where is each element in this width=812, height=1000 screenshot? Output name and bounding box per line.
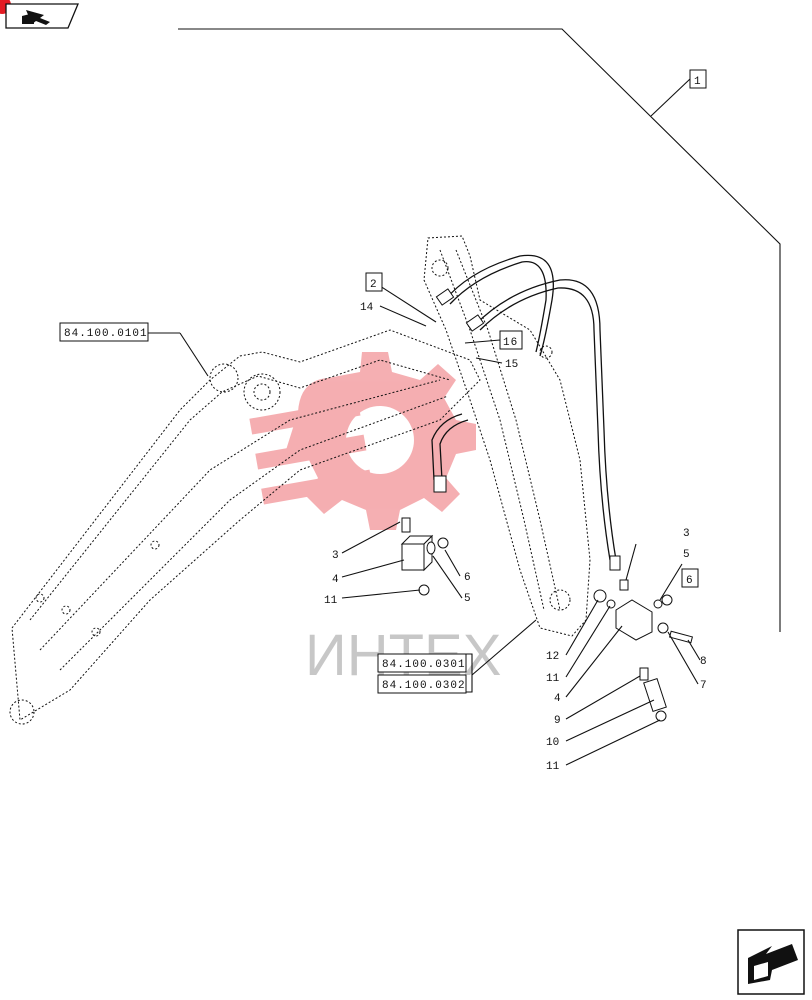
svg-text:1: 1 xyxy=(694,76,702,88)
callout-9: 9 xyxy=(554,715,561,727)
next-page-arrow-icon xyxy=(748,944,798,984)
callout-7: 7 xyxy=(700,680,707,692)
right-valve-assembly xyxy=(593,579,694,722)
callout-4-right: 4 xyxy=(554,693,561,705)
callout-6: 6 xyxy=(464,572,471,584)
callout-leaders xyxy=(148,285,701,766)
left-valve-assembly xyxy=(400,517,449,596)
frame-leader-line xyxy=(178,28,781,632)
watermark-gear-logo xyxy=(249,352,476,530)
hydraulic-hoses xyxy=(431,254,621,571)
callout-11-bottom: 11 xyxy=(546,761,560,773)
svg-text:16: 16 xyxy=(503,337,518,349)
nav-badge[interactable] xyxy=(0,0,79,29)
parts-catalog-arrow-icon xyxy=(22,10,50,25)
next-page-button[interactable] xyxy=(737,929,805,995)
boom-outline xyxy=(9,329,481,725)
svg-text:84.100.0101: 84.100.0101 xyxy=(64,328,148,340)
callout-11: 11 xyxy=(324,595,338,607)
callout-8: 8 xyxy=(700,656,707,668)
ref-box-1[interactable]: 1 xyxy=(689,69,707,89)
hose-fitting xyxy=(433,475,447,493)
svg-text:2: 2 xyxy=(370,279,378,291)
callout-15: 15 xyxy=(505,359,518,371)
callout-4: 4 xyxy=(332,574,339,586)
svg-text:6: 6 xyxy=(686,575,694,587)
svg-text:84.100.0302: 84.100.0302 xyxy=(382,680,466,692)
ref-box-16[interactable]: 16 xyxy=(499,330,523,350)
ref-box-84-100-0301[interactable]: 84.100.0301 xyxy=(377,653,467,673)
svg-text:84.100.0301: 84.100.0301 xyxy=(382,659,466,671)
callout-labels: 14 15 3 4 11 6 5 3 5 12 11 4 9 10 11 8 7 xyxy=(324,302,707,773)
callout-5-right: 5 xyxy=(683,549,690,561)
callout-10: 10 xyxy=(546,737,559,749)
callout-14: 14 xyxy=(360,302,374,314)
ref-box-6[interactable]: 6 xyxy=(681,568,699,588)
valve-block-right xyxy=(615,599,653,641)
callout-12: 12 xyxy=(546,651,559,663)
arm-outline xyxy=(423,235,591,637)
ref-box-2[interactable]: 2 xyxy=(365,272,383,292)
callout-3: 3 xyxy=(332,550,339,562)
callout-3-right: 3 xyxy=(683,528,690,540)
ref-box-84-100-0101[interactable]: 84.100.0101 xyxy=(59,322,149,342)
ref-box-84-100-0302[interactable]: 84.100.0302 xyxy=(377,674,467,694)
valve-block-left xyxy=(401,543,425,571)
callout-11-right: 11 xyxy=(546,673,560,685)
callout-5: 5 xyxy=(464,593,471,605)
leader-line-1 xyxy=(650,78,691,117)
